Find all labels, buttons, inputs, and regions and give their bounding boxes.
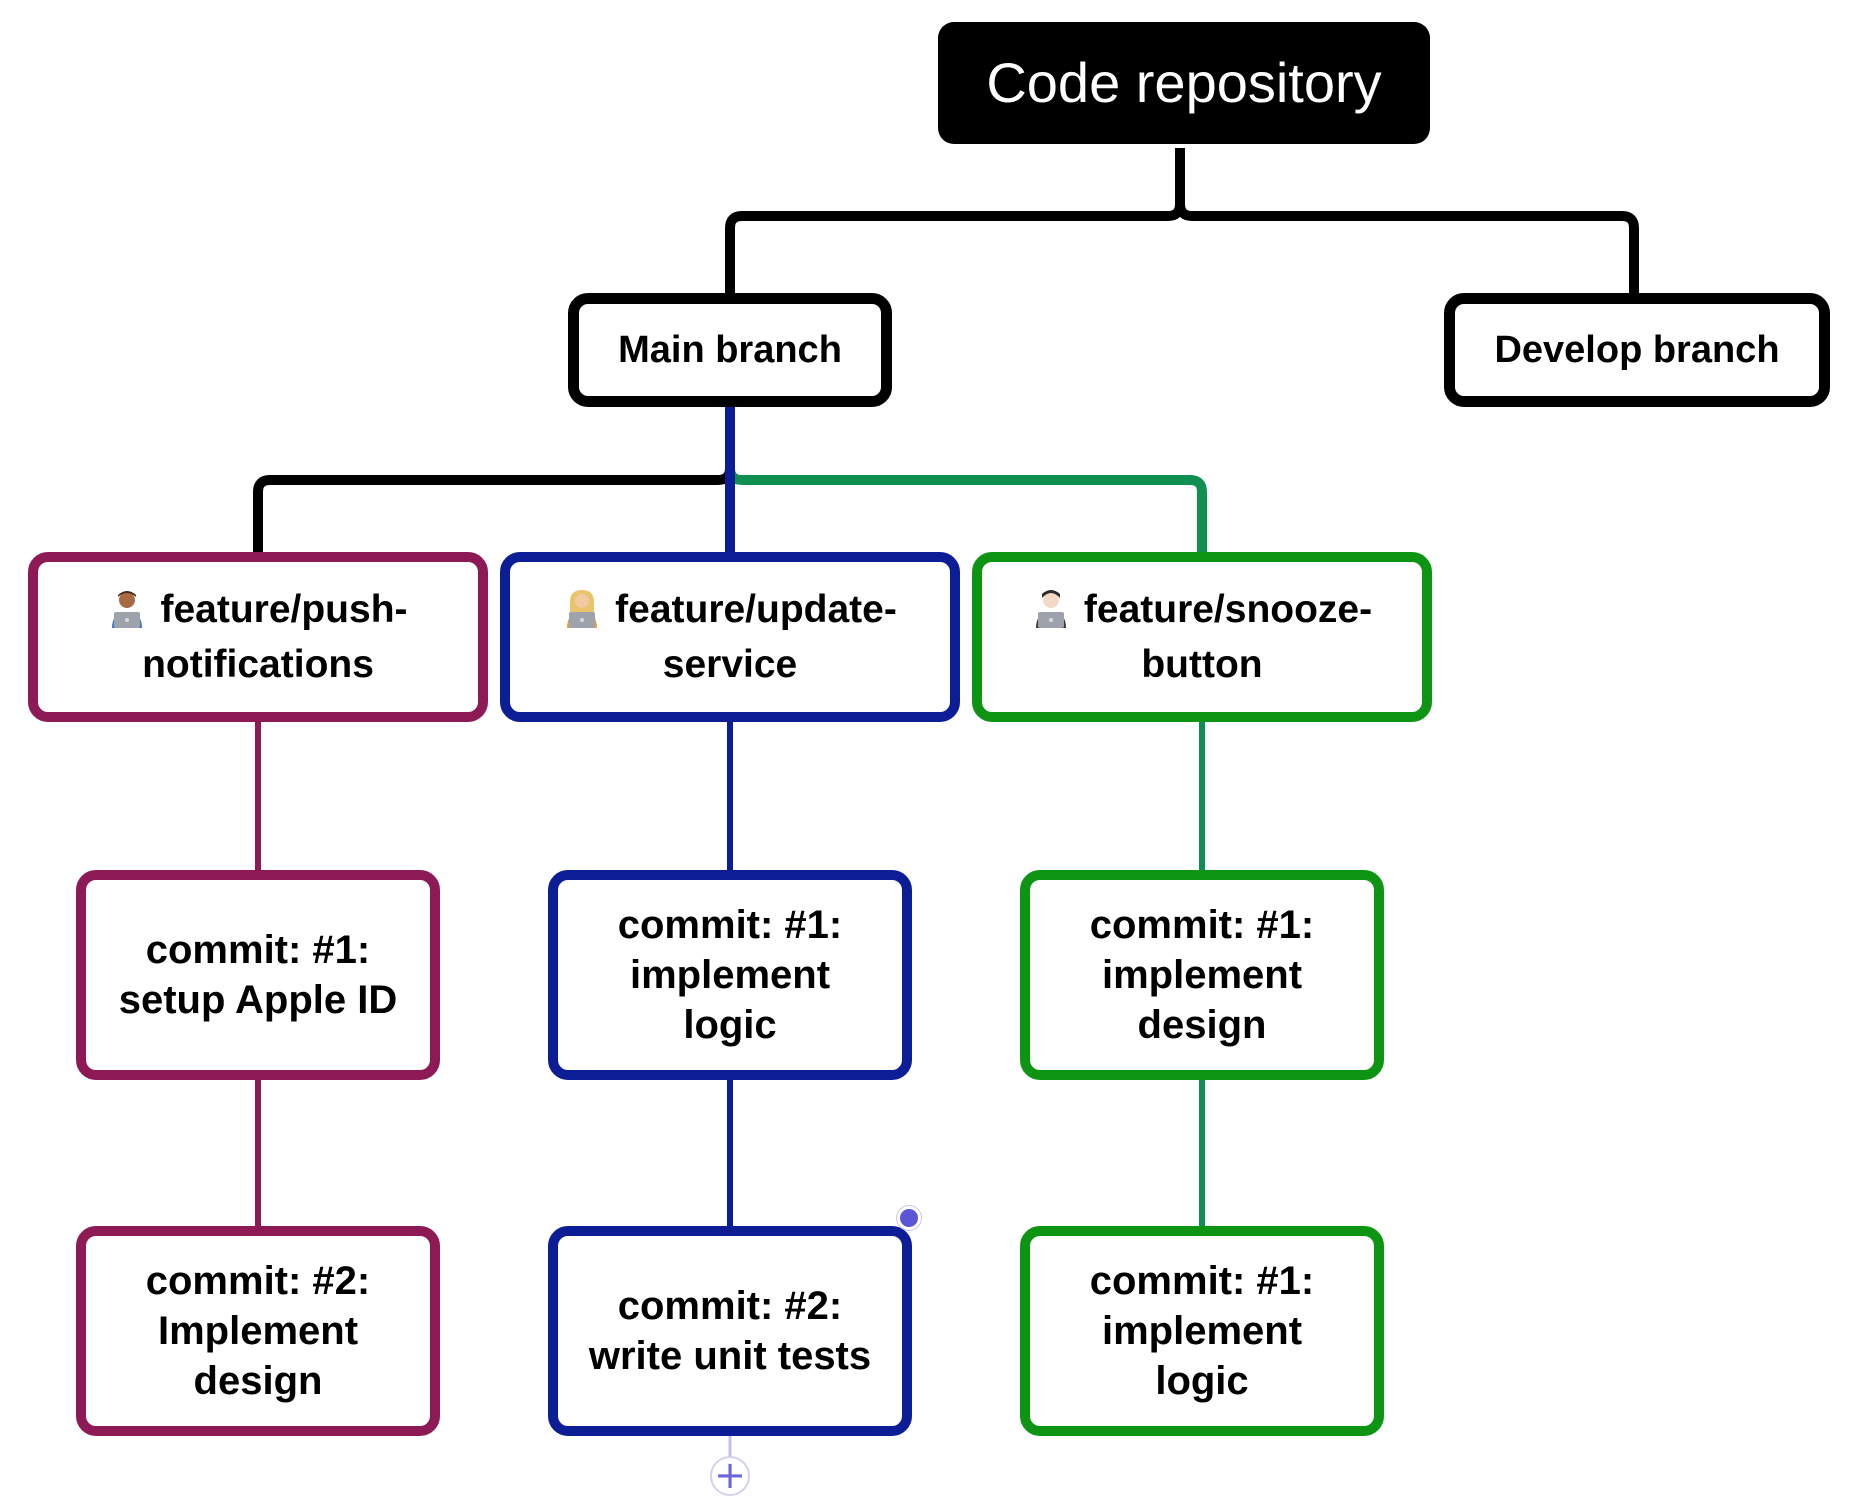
develop-branch-node[interactable]: Develop branch — [1444, 293, 1830, 407]
feature-snooze-label: feature/snooze-button — [1083, 588, 1373, 686]
resize-handle[interactable] — [897, 1206, 921, 1230]
connector-main-snooze — [725, 467, 1207, 552]
feature-update-content: feature/update-service — [524, 582, 936, 692]
feature-push-content: feature/push-notifications — [52, 582, 464, 692]
connector-main-push — [253, 403, 735, 552]
develop-branch-label: Develop branch — [1494, 329, 1780, 371]
feature-update-label: feature/update-service — [615, 588, 897, 686]
commit-push-2-label: commit: #2: Implement design — [145, 1259, 371, 1403]
commit-snooze-1-label: commit: #1: implement design — [1089, 903, 1315, 1047]
root-label: Code repository — [986, 51, 1382, 114]
commit-push-1-label: commit: #1: setup Apple ID — [118, 928, 398, 1022]
commit-snooze-2-node[interactable]: commit: #1: implement logic — [1020, 1226, 1384, 1436]
add-child-plus-icon: + — [714, 1453, 746, 1497]
feature-snooze-content: feature/snooze-button — [996, 582, 1408, 692]
commit-push-2-node[interactable]: commit: #2: Implement design — [76, 1226, 440, 1436]
commit-update-2-node[interactable]: commit: #2: write unit tests — [548, 1226, 912, 1436]
feature-update-node[interactable]: feature/update-service — [500, 552, 960, 722]
technologist-light-skin-icon — [1035, 590, 1066, 628]
connector-root-main — [725, 148, 1185, 293]
commit-snooze-2-label: commit: #1: implement logic — [1089, 1259, 1315, 1403]
commit-push-1-node[interactable]: commit: #1: setup Apple ID — [76, 870, 440, 1080]
technologist-medium-skin-icon — [112, 591, 143, 628]
commit-update-1-node[interactable]: commit: #1: implement logic — [548, 870, 912, 1080]
technologist-blond-icon — [567, 590, 598, 628]
root-node[interactable]: Code repository — [938, 22, 1430, 144]
add-child-button[interactable]: + — [710, 1456, 750, 1496]
feature-snooze-node[interactable]: feature/snooze-button — [972, 552, 1432, 722]
commit-update-1-label: commit: #1: implement logic — [617, 903, 843, 1047]
main-branch-label: Main branch — [618, 329, 842, 371]
feature-push-node[interactable]: feature/push-notifications — [28, 552, 488, 722]
feature-push-label: feature/push-notifications — [142, 588, 408, 686]
main-branch-node[interactable]: Main branch — [568, 293, 892, 407]
commit-snooze-1-node[interactable]: commit: #1: implement design — [1020, 870, 1384, 1080]
connector-root-develop — [1175, 203, 1639, 293]
commit-update-2-label: commit: #2: write unit tests — [588, 1284, 872, 1378]
